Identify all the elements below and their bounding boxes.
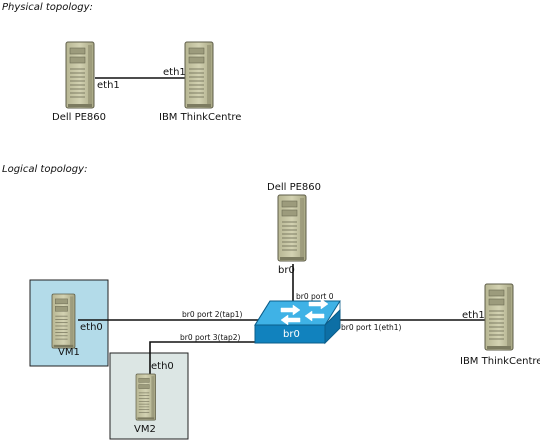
- ibm-logical-eth1-label: eth1: [462, 310, 485, 321]
- vm1-server-icon: [51, 293, 76, 349]
- ibm-thinkcentre-server-icon: [184, 41, 214, 109]
- bridge-name-label: br0: [283, 329, 300, 340]
- ibm-thinkcentre-label: IBM ThinkCentre: [159, 112, 241, 123]
- ibm-eth1-label: eth1: [163, 67, 186, 78]
- dell-eth1-label: eth1: [97, 80, 120, 91]
- dell-pe860-label: Dell PE860: [52, 112, 106, 123]
- vm2-bridge-link: [149, 341, 255, 374]
- vm1-label: VM1: [58, 347, 80, 358]
- bridge-port-3-label: br0 port 3(tap2): [180, 333, 241, 342]
- bridge-port-1-label: br0 port 1(eth1): [341, 323, 402, 332]
- bridge-port-2-label: br0 port 2(tap1): [182, 310, 243, 319]
- dell-pe860-logical-server-icon: [277, 194, 307, 262]
- ibm-logical-label: IBM ThinkCentre: [460, 356, 540, 367]
- physical-topology-title: Physical topology:: [2, 2, 93, 13]
- vm2-eth0-label: eth0: [151, 361, 174, 372]
- dell-pe860-server-icon: [65, 41, 95, 109]
- vm2-label: VM2: [134, 424, 156, 435]
- dell-logical-label: Dell PE860: [267, 182, 321, 193]
- ibm-thinkcentre-logical-server-icon: [484, 283, 514, 351]
- dell-br0-iface-label: br0: [278, 265, 295, 276]
- bridge-port-0-label: br0 port 0: [296, 292, 334, 301]
- logical-topology-title: Logical topology:: [2, 164, 87, 175]
- bridge-switch-icon: [254, 298, 341, 345]
- vm1-eth0-label: eth0: [80, 322, 103, 333]
- vm2-server-icon: [135, 373, 156, 421]
